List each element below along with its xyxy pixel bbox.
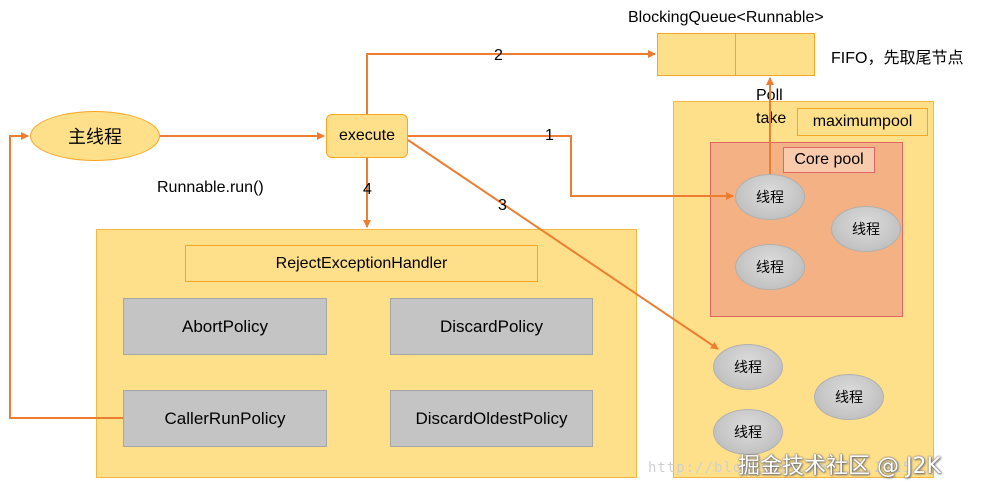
thread-label: 线程 <box>835 389 863 405</box>
core-thread-3: 线程 <box>735 244 805 290</box>
core-thread-1: 线程 <box>735 174 805 220</box>
abort-policy[interactable]: AbortPolicy <box>123 298 327 355</box>
max-thread-2: 线程 <box>814 374 884 420</box>
blocking-queue-title: BlockingQueue<Runnable> <box>628 9 824 26</box>
thread-label: 线程 <box>734 359 762 375</box>
step-label-1: 1 <box>545 127 554 144</box>
execute-label: execute <box>338 127 396 144</box>
main-thread-label: 主线程 <box>68 127 122 147</box>
caller-run-policy[interactable]: CallerRunPolicy <box>123 390 327 447</box>
thread-label: 线程 <box>756 259 784 275</box>
discard-oldest-policy[interactable]: DiscardOldestPolicy <box>390 390 593 447</box>
core-pool-label: Core pool <box>794 151 864 168</box>
fifo-note: FIFO，先取尾节点 <box>831 50 964 67</box>
step-label-3: 3 <box>498 197 507 214</box>
queue-slot-left <box>657 33 736 76</box>
maximum-pool-title: maximumpool <box>797 108 928 136</box>
thread-label: 线程 <box>734 424 762 440</box>
arrow-execute-to-queue <box>366 50 656 114</box>
core-pool-title: Core pool <box>783 147 875 173</box>
discard-policy[interactable]: DiscardPolicy <box>390 298 593 355</box>
watermark-text: 掘金技术社区 @ J2K <box>738 454 941 479</box>
abort-policy-label: AbortPolicy <box>182 316 268 336</box>
core-thread-2: 线程 <box>831 206 901 252</box>
discard-oldest-policy-label: DiscardOldestPolicy <box>415 408 568 428</box>
discard-policy-label: DiscardPolicy <box>440 316 543 336</box>
take-label: take <box>756 110 787 127</box>
max-thread-3: 线程 <box>713 409 783 455</box>
thread-label: 线程 <box>852 221 880 237</box>
step-label-2: 2 <box>494 47 503 64</box>
queue-slot-right <box>735 33 815 76</box>
thread-label: 线程 <box>756 189 784 205</box>
step-label-4: 4 <box>363 181 372 198</box>
poll-label: Poll <box>756 87 783 104</box>
watermark-url: http://blog.csdn.net/...2015 <box>648 460 913 476</box>
maximum-pool-label: maximumpool <box>812 113 913 130</box>
main-thread-node[interactable]: 主线程 <box>30 111 160 161</box>
reject-exception-handler: RejectExceptionHandler <box>185 245 538 282</box>
reject-exception-handler-label: RejectExceptionHandler <box>275 254 448 272</box>
max-thread-1: 线程 <box>713 344 783 390</box>
caller-run-policy-label: CallerRunPolicy <box>164 408 286 428</box>
execute-node[interactable]: execute <box>326 114 408 158</box>
runnable-run-label: Runnable.run() <box>157 179 264 196</box>
